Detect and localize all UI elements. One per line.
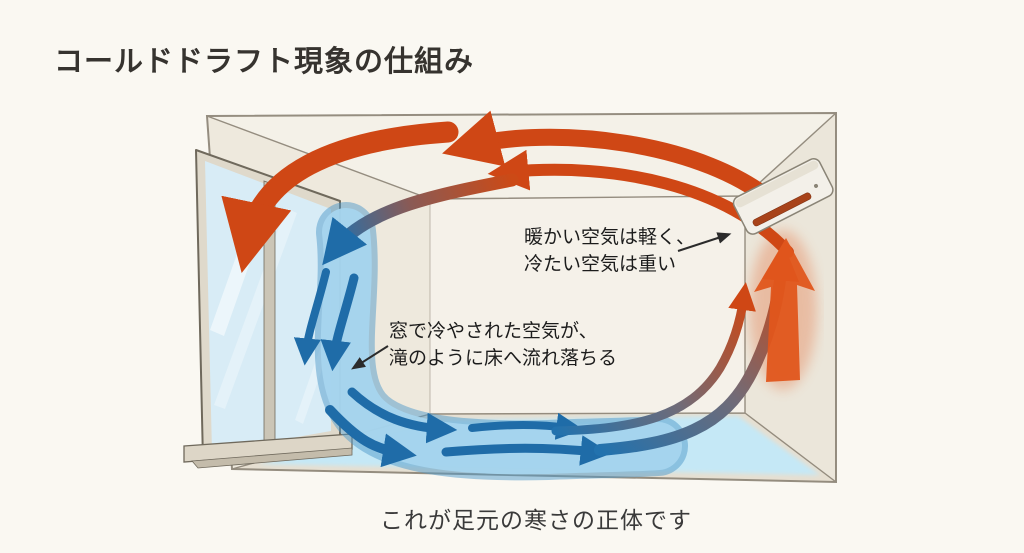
- warm-air-up-arrow: [754, 238, 815, 382]
- cold-air-annotation-line2: 滝のように床へ流れ落ちる: [389, 346, 618, 369]
- pointer-to-ac-arrow: [677, 232, 732, 252]
- cold-air-annotation: 窓で冷やされた空気が、 滝のように床へ流れ落ちる: [389, 318, 617, 371]
- page-title: コールドドラフト現象の仕組み: [54, 44, 475, 78]
- warm-to-cold-arrow: [322, 173, 519, 266]
- warm-air-annotation: 暖かい空気は軽く、 冷たい空気は重い: [524, 224, 695, 277]
- pointer-to-window-arrow: [351, 345, 389, 370]
- cold-air-annotation-line1: 窓で冷やされた空気が、: [389, 320, 598, 342]
- warm-air-annotation-line1: 暖かい空気は軽く、: [524, 226, 696, 248]
- cold-air-flow-arrows: [293, 268, 612, 468]
- warm-air-annotation-line2: 冷たい空気は重い: [524, 252, 677, 275]
- annotation-arrows: [351, 232, 732, 370]
- air-conditioner-icon: [732, 158, 834, 235]
- bottom-caption: これが足元の寒さの正体です: [380, 508, 692, 534]
